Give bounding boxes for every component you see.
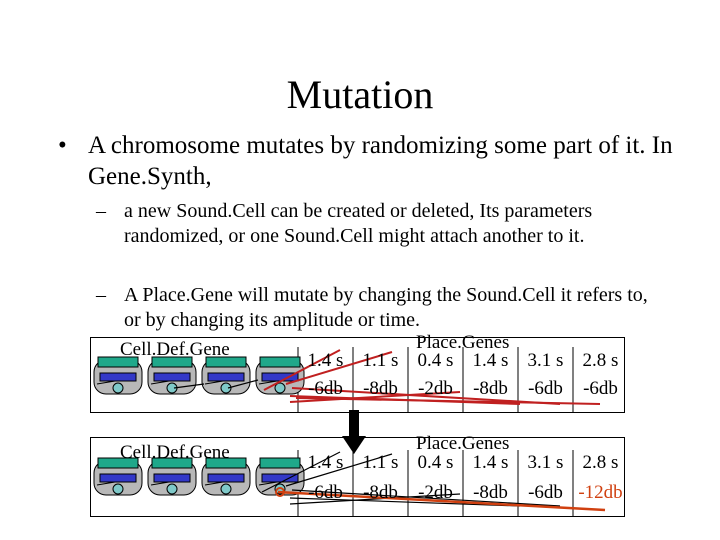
sound-cell (93, 457, 143, 496)
place-genes-label: Place.Genes (416, 332, 510, 353)
place-gene-amp: -8db (363, 482, 398, 503)
celldef-gene-label: Cell.Def.Gene (120, 339, 230, 360)
celldef-gene-label: Cell.Def.Gene (120, 442, 230, 463)
place-gene-time: 1.1 s (362, 452, 399, 473)
bullet-marker: • (58, 132, 67, 159)
sub-bullet-marker: – (96, 284, 106, 306)
place-gene-time: 1.4 s (472, 350, 509, 371)
place-gene-amp: -6db (308, 482, 343, 503)
mutation-arrow-icon (342, 410, 366, 454)
sound-cell (93, 356, 143, 395)
sound-cell (147, 356, 197, 395)
place-gene-time: 0.4 s (417, 452, 454, 473)
place-gene-amp: -8db (473, 378, 508, 399)
place-genes-label: Place.Genes (416, 433, 510, 454)
place-gene-links (261, 451, 561, 507)
slide-title: Mutation (286, 72, 434, 117)
main-bullet-text: A chromosome mutates by randomizing some… (88, 132, 673, 190)
place-gene-time: 1.4 s (472, 452, 509, 473)
place-gene-time: 2.8 s (582, 452, 619, 473)
place-gene-amp: -6db (528, 378, 563, 399)
place-gene-amp: -6db (308, 378, 343, 399)
place-gene-amp-mutated: -12db (578, 482, 623, 503)
sound-cell (147, 457, 197, 496)
place-gene-time: 0.4 s (417, 350, 454, 371)
place-gene-amp: -6db (528, 482, 563, 503)
place-gene-time: 1.1 s (362, 350, 399, 371)
place-gene-amp: -6db (583, 378, 618, 399)
sub-bullet-text: a new Sound.Cell can be created or delet… (124, 200, 593, 247)
place-gene-amp: -8db (473, 482, 508, 503)
mutated-link-end-icon (275, 487, 285, 497)
place-gene-time: 3.1 s (527, 350, 564, 371)
sub-bullet-marker: – (96, 200, 106, 222)
place-gene-time: 1.4 s (307, 452, 344, 473)
place-gene-time: 3.1 s (527, 452, 564, 473)
place-gene-links (263, 349, 601, 405)
place-gene-amp: -2db (418, 378, 453, 399)
place-gene-time: 2.8 s (582, 350, 619, 371)
place-gene-amp: -2db (418, 482, 453, 503)
sound-cell (201, 457, 251, 496)
place-gene-amp: -8db (363, 378, 398, 399)
mutated-link (277, 490, 606, 512)
chromosome-panel-after (90, 437, 625, 517)
sound-cell (255, 457, 305, 496)
sub-bullet-text: A Place.Gene will mutate by changing the… (124, 284, 648, 331)
place-gene-time: 1.4 s (307, 350, 344, 371)
